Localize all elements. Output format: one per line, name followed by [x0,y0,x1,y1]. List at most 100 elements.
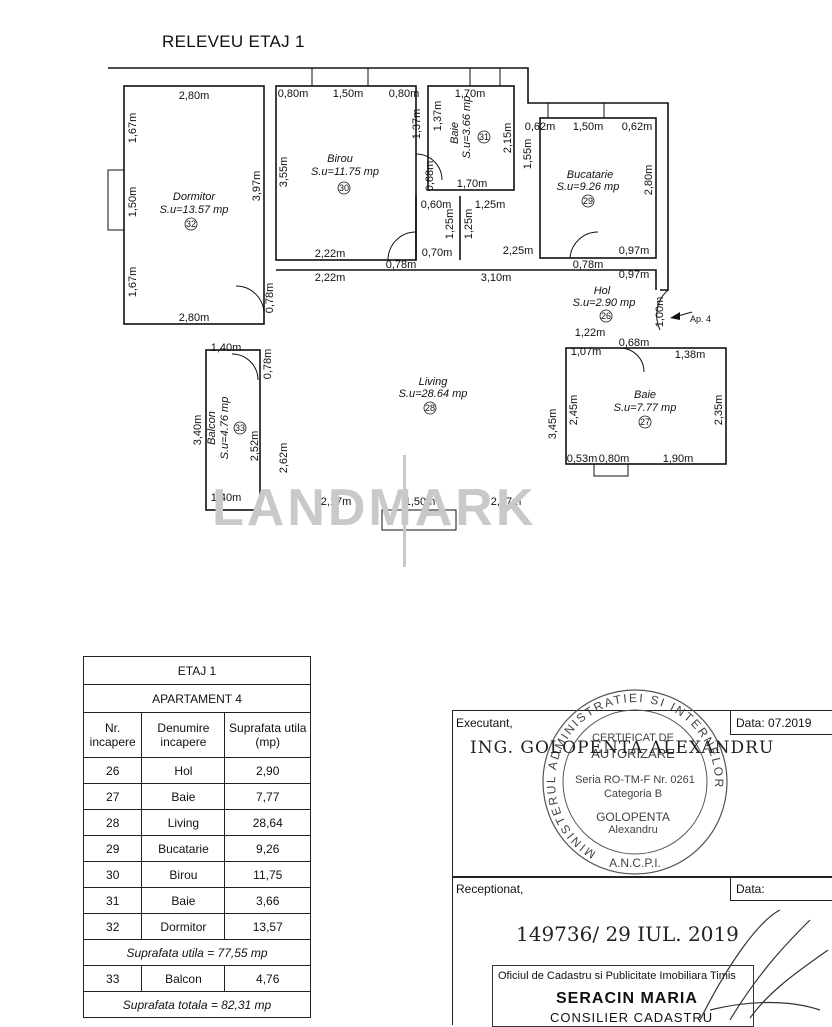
window-bucatarie [547,102,605,119]
col-nr: Nr. incapere [82,712,143,758]
dim: 2,22m [315,248,346,260]
dim: 1,50m [333,88,364,100]
executant-label: Executant, [456,716,513,730]
dim: 1,38m [675,349,706,361]
stamp-line-5: GOLOPENTA [596,810,670,824]
cell-nr: 31 [82,887,143,914]
dim: 2,17m [491,496,522,508]
dim: 0,80m [599,453,630,465]
dim: 1,22m [575,327,606,339]
cell-area: 13,57 [224,913,311,940]
room-29-area: S.u=9.26 mp [557,181,620,193]
entrance-label: Ap. 4 [690,314,711,324]
cell-area: 2,90 [224,757,311,784]
door-entrance [656,289,669,331]
room-27-name: Baie [634,389,656,401]
cell-name: Dormitor [141,913,226,940]
cell-name: Living [141,809,226,836]
cell-nr: 28 [82,809,143,836]
dim: 0,97m [619,245,650,257]
dim: 1,07m [571,346,602,358]
room-29-name: Bucatarie [567,169,613,181]
dim: 0,78m [264,283,276,314]
dim: 2,80m [643,165,655,196]
dim: 2,15m [502,123,514,154]
balcon-nr: 33 [82,965,143,992]
dim: 1,37m [432,101,444,132]
summary-etaj: ETAJ 1 [83,656,311,685]
dim: 1,37m [411,109,423,140]
dim: 1,25m [463,209,475,240]
room-33-nr: 33 [235,423,245,433]
dim: 0,68m [619,337,650,349]
executant-handwriting: ING. GOLOPENTA ALEXANDRU [470,738,775,758]
door-balcon [231,353,259,381]
cell-name: Hol [141,757,226,784]
dims-horizontal: 2,80m 2,80m 0,80m 1,50m 0,80m 2,22m 2,22… [179,88,706,508]
dim: 1,40m [211,342,242,354]
room-30-nr: 30 [339,183,349,193]
door-bucatarie [569,231,599,259]
door-birou [387,231,417,261]
dim: 1,90m [663,453,694,465]
room-29-nr: 29 [583,196,593,206]
date2-label: Data: [736,882,765,896]
dim: 1,25m [444,209,456,240]
col-area: Suprafata utila (mp) [224,712,311,758]
door-baie-31 [415,153,443,181]
dim: 2,80m [179,312,210,324]
room-32-nr: 32 [186,219,196,229]
cell-name: Baie [141,887,226,914]
door-dormitor [235,285,265,315]
summary-apartament: APARTAMENT 4 [83,684,311,713]
cell-name: Birou [141,861,226,888]
room-labels-rotated: Baie S.u=3.66 mp Balcon S.u=4.76 mp [206,96,473,460]
balcon-area: 4,76 [224,965,311,992]
wall-living [276,269,657,290]
room-33-area: S.u=4.76 mp [219,397,231,460]
room-26-name: Hol [594,285,611,297]
dim: 1,50m [127,187,139,218]
consilier-text: CONSILIER CADASTRU [550,1010,714,1025]
dim: 0,62m [525,121,556,133]
dim: 1,70m [455,88,486,100]
room-31-nr: 31 [479,132,489,142]
door-baie-27 [619,347,645,373]
dim: 0,97m [619,269,650,281]
dim: 3,45m [547,409,559,440]
room-32-name: Dormitor [173,191,217,203]
window-dormitor [107,169,125,231]
dim: 1,70m [457,178,488,190]
room-32-area: S.u=13.57 mp [160,204,229,216]
stamp-line-3: Seria RO-TM-F Nr. 0261 [575,774,695,786]
dim: 2,35m [713,395,725,426]
dim: 1,25m [475,199,506,211]
window-baie-31 [469,67,501,87]
stamp-line-1: CERTIFICAT DE [592,732,674,744]
dim: 2,52m [249,431,261,462]
date-box [730,710,832,735]
dim: 0,80m [389,88,420,100]
wall-balcon [205,349,261,511]
cell-nr: 32 [82,913,143,940]
room-27-nr: 27 [640,417,650,427]
window-living [381,509,457,531]
cell-area: 28,64 [224,809,311,836]
dim: 2,45m [568,395,580,426]
balcon-name: Balcon [141,965,226,992]
summary-utila: Suprafata utila = 77,55 mp [83,939,311,966]
entrance-arrow: Ap. 4 [670,311,711,324]
dim: 0,78m [573,259,604,271]
dim: 0,70m [422,247,453,259]
room-30-name: Birou [327,153,353,165]
summary-table: ETAJ 1 APARTAMENT 4 Nr. incapere Denumir… [82,656,311,1018]
room-33-name: Balcon [206,411,218,445]
room-labels: Dormitor S.u=13.57 mp Birou S.u=11.75 mp… [160,153,677,414]
windows [107,67,629,531]
stamp-line-2: AUTORIZARE [591,746,675,761]
doors [231,153,669,381]
room-27-area: S.u=7.77 mp [614,402,677,414]
signature-scribble [699,909,829,1021]
